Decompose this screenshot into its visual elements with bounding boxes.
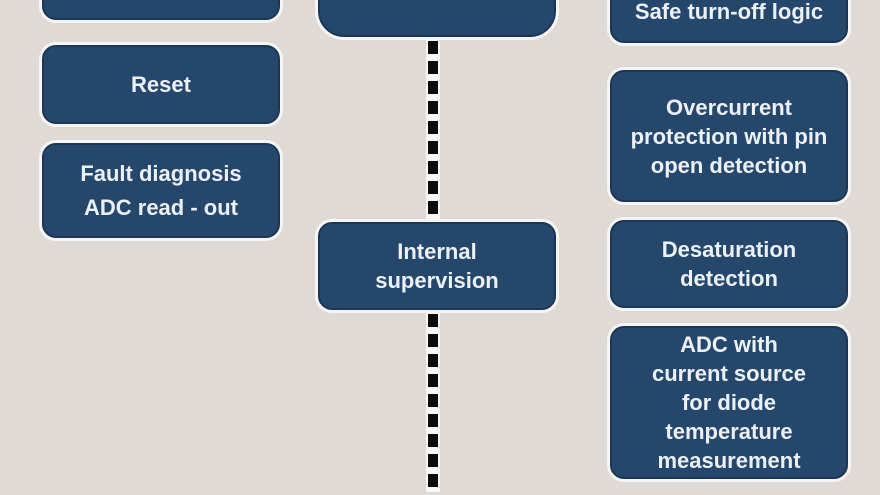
box-internal-supervision-label: Internal supervision	[375, 239, 499, 293]
box-internal-supervision: Internal supervision	[318, 222, 556, 310]
box-overcurrent-protection-label: Overcurrent protection with pin open det…	[630, 94, 828, 178]
box-fault-diagnosis: Fault diagnosis ADC read - out	[42, 143, 280, 238]
box-overcurrent-protection: Overcurrent protection with pin open det…	[610, 70, 848, 202]
box-desaturation-detection: Desaturation detection	[610, 220, 848, 308]
box-adc-temperature-measurement: ADC with current source for diode temper…	[610, 326, 848, 479]
box-top-left-partial	[42, 0, 280, 20]
box-fault-diagnosis-label: Fault diagnosis ADC read - out	[80, 160, 242, 220]
box-center-top-partial	[318, 0, 556, 37]
box-reset: Reset	[42, 45, 280, 124]
box-adc-temperature-measurement-label: ADC with current source for diode temper…	[651, 332, 807, 473]
box-safe-turn-off-logic: Safe turn-off logic	[610, 0, 848, 43]
box-reset-label: Reset	[131, 72, 191, 97]
box-desaturation-detection-label: Desaturation detection	[661, 237, 797, 291]
dashed-connector-upper	[426, 37, 440, 222]
box-safe-turn-off-logic-label: Safe turn-off logic	[634, 0, 824, 24]
dashed-connector-lower	[426, 310, 440, 492]
